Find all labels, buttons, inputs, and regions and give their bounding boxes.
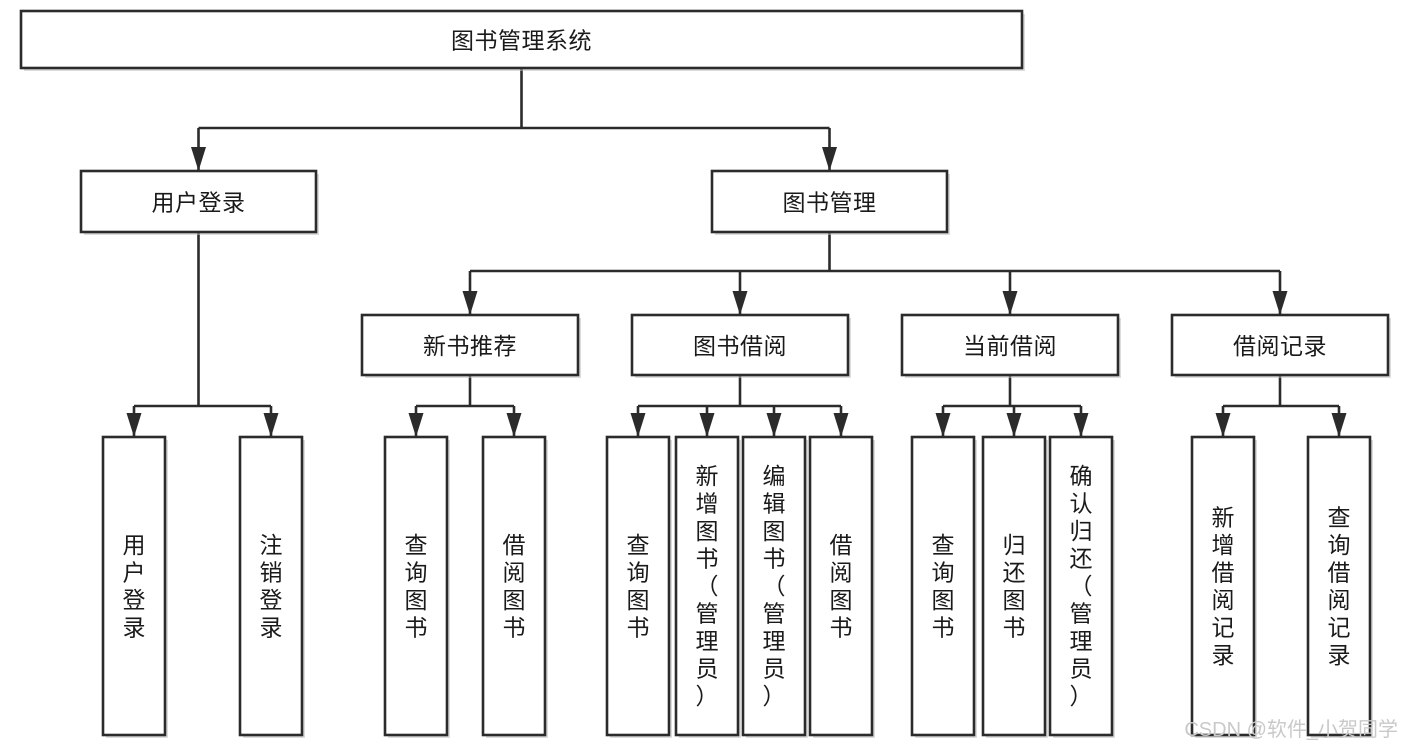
arrow-head-icon bbox=[126, 413, 142, 437]
node-box[interactable] bbox=[1190, 435, 1256, 737]
node-current[interactable]: 当前借阅 bbox=[900, 313, 1121, 378]
node-label: 新增图书（管理员） bbox=[696, 463, 719, 709]
connector-group-bookmgmt bbox=[462, 232, 1288, 315]
arrow-head-icon bbox=[506, 413, 522, 437]
node-label: 注销登录 bbox=[260, 532, 283, 641]
node-newbook[interactable]: 新书推荐 bbox=[360, 313, 581, 378]
node-label: 借阅图书 bbox=[830, 532, 853, 641]
arrow-head-icon bbox=[1272, 291, 1288, 315]
arrow-head-icon bbox=[1002, 291, 1018, 315]
node-box[interactable] bbox=[981, 435, 1047, 737]
node-label: 用户登录 bbox=[123, 532, 146, 641]
node-box[interactable] bbox=[910, 435, 976, 737]
node-label: 归还图书 bbox=[1003, 532, 1026, 641]
connector-group-record bbox=[1215, 375, 1347, 437]
node-box[interactable] bbox=[710, 169, 949, 234]
arrow-head-icon bbox=[822, 147, 837, 171]
arrow-head-icon bbox=[1073, 413, 1089, 437]
arrow-head-icon bbox=[1006, 413, 1022, 437]
node-label: 当前借阅 bbox=[963, 333, 1057, 359]
node-box[interactable] bbox=[79, 169, 318, 234]
node-leaf-newbook-2[interactable]: 借阅图书 bbox=[481, 435, 548, 738]
node-leaf-current-1[interactable]: 查询图书 bbox=[910, 435, 977, 738]
node-leaf-login-2[interactable]: 注销登录 bbox=[238, 435, 305, 738]
node-leaf-current-2[interactable]: 归还图书 bbox=[981, 435, 1048, 738]
node-borrow[interactable]: 图书借阅 bbox=[630, 313, 851, 378]
node-box[interactable] bbox=[19, 9, 1024, 70]
node-box[interactable] bbox=[1170, 313, 1390, 377]
node-box[interactable] bbox=[630, 313, 850, 377]
node-label: 查询图书 bbox=[932, 532, 955, 641]
node-box[interactable] bbox=[605, 435, 671, 737]
arrow-head-icon bbox=[766, 413, 782, 437]
connector-group-root bbox=[191, 68, 837, 171]
node-leaf-borrow-4[interactable]: 借阅图书 bbox=[808, 435, 875, 738]
node-leaf-borrow-2[interactable]: 新增图书（管理员） bbox=[674, 435, 741, 738]
node-box[interactable] bbox=[383, 435, 449, 737]
node-label: 查询借阅记录 bbox=[1328, 504, 1351, 668]
node-root[interactable]: 图书管理系统 bbox=[19, 9, 1025, 71]
node-label: 用户登录 bbox=[152, 190, 246, 216]
arrow-head-icon bbox=[408, 413, 424, 437]
node-leaf-borrow-1[interactable]: 查询图书 bbox=[605, 435, 672, 738]
node-box[interactable] bbox=[101, 435, 167, 737]
node-label: 图书管理系统 bbox=[451, 28, 592, 54]
node-label: 新书推荐 bbox=[423, 333, 517, 359]
node-login[interactable]: 用户登录 bbox=[79, 169, 319, 235]
node-label: 查询图书 bbox=[405, 532, 428, 641]
node-box[interactable] bbox=[360, 313, 580, 377]
node-leaf-newbook-1[interactable]: 查询图书 bbox=[383, 435, 450, 738]
node-label: 图书借阅 bbox=[693, 333, 787, 359]
node-label: 图书管理 bbox=[783, 190, 877, 216]
node-leaf-login-1[interactable]: 用户登录 bbox=[101, 435, 168, 738]
arrow-head-icon bbox=[1215, 413, 1231, 437]
watermark-label: CSDN @软件_小贺同学 bbox=[1184, 718, 1398, 741]
arrow-head-icon bbox=[935, 413, 951, 437]
node-label: 新增借阅记录 bbox=[1212, 504, 1235, 668]
connector-group-newbook bbox=[408, 375, 522, 437]
arrow-head-icon bbox=[699, 413, 715, 437]
node-leaf-record-2[interactable]: 查询借阅记录 bbox=[1306, 435, 1373, 738]
arrow-head-icon bbox=[630, 413, 646, 437]
node-box[interactable] bbox=[674, 435, 740, 737]
node-box[interactable] bbox=[481, 435, 547, 737]
node-leaf-borrow-3[interactable]: 编辑图书（管理员） bbox=[741, 435, 808, 738]
node-label: 借阅图书 bbox=[503, 532, 526, 641]
node-leaf-current-3[interactable]: 确认归还（管理员） bbox=[1048, 435, 1115, 738]
node-box[interactable] bbox=[808, 435, 874, 737]
node-record[interactable]: 借阅记录 bbox=[1170, 313, 1391, 378]
arrow-head-icon bbox=[1331, 413, 1347, 437]
node-box[interactable] bbox=[1306, 435, 1372, 737]
connector-group-login bbox=[126, 232, 279, 437]
node-box[interactable] bbox=[900, 313, 1120, 377]
connector-layer bbox=[126, 68, 1347, 437]
node-box[interactable] bbox=[1048, 435, 1114, 737]
node-bookmgmt[interactable]: 图书管理 bbox=[710, 169, 950, 235]
node-label: 查询图书 bbox=[627, 532, 650, 641]
node-box[interactable] bbox=[741, 435, 807, 737]
node-label: 确认归还（管理员） bbox=[1070, 463, 1093, 709]
arrow-head-icon bbox=[191, 147, 206, 171]
node-leaf-record-1[interactable]: 新增借阅记录 bbox=[1190, 435, 1257, 738]
node-box[interactable] bbox=[238, 435, 304, 737]
arrow-head-icon bbox=[462, 291, 478, 315]
node-label: 编辑图书（管理员） bbox=[763, 463, 786, 709]
arrow-head-icon bbox=[263, 413, 279, 437]
node-label: 借阅记录 bbox=[1233, 333, 1327, 359]
connector-group-current bbox=[935, 375, 1089, 437]
arrow-head-icon bbox=[833, 413, 849, 437]
connector-group-borrow bbox=[630, 375, 849, 437]
node-layer: 图书管理系统用户登录图书管理新书推荐图书借阅当前借阅借阅记录用户登录注销登录查询… bbox=[19, 9, 1391, 738]
arrow-head-icon bbox=[732, 291, 748, 315]
